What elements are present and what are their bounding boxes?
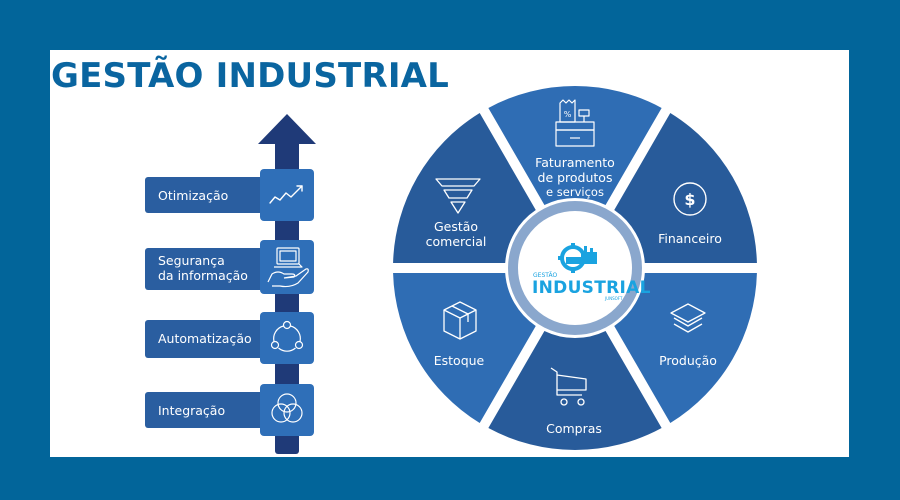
ladder-item-integracao: [145, 384, 314, 436]
page-title: GESTÃO INDUSTRIAL: [51, 56, 450, 96]
wheel-segment-estoque: [393, 272, 536, 424]
faturamento-line2: de produtos: [537, 170, 613, 185]
faturamento-line3: e serviços: [546, 185, 604, 199]
segment-label-faturamento: Faturamento de produtos e serviços: [535, 155, 615, 200]
faturamento-line1: Faturamento: [535, 155, 615, 170]
segment-label-estoque: Estoque: [433, 353, 485, 368]
ladder-item-automatizacao: [145, 312, 314, 364]
gestao-comercial-line1: Gestão: [433, 219, 479, 234]
segment-label-producao: Produção: [659, 353, 717, 368]
logo-small-text: GESTÃO: [533, 272, 558, 279]
gear-logo-icon: [558, 243, 597, 273]
svg-text:%: %: [564, 110, 572, 119]
cycle-nodes-icon: [270, 320, 304, 352]
segment-label-compras: Compras: [546, 421, 602, 436]
ladder-label-seguranca-line1: Segurança: [158, 253, 225, 268]
svg-text:$: $: [684, 190, 695, 209]
wheel-segment-producao: [614, 272, 757, 424]
shopping-cart-icon: [550, 367, 587, 406]
cash-register-icon: %: [555, 99, 595, 147]
logo-main-text: INDUSTRIAL: [532, 278, 651, 298]
segment-label-gestao-comercial: Gestão comercial: [426, 219, 487, 249]
gestao-comercial-line2: comercial: [425, 234, 487, 249]
ladder-item-seguranca: [145, 240, 314, 294]
funnel-icon: [435, 178, 481, 214]
venn-circles-icon: [271, 393, 303, 423]
ladder-item-otimizacao: [145, 169, 314, 221]
laptop-in-hand-icon: [267, 247, 309, 288]
ladder-label-integracao: Integração: [158, 403, 226, 418]
logo-tag-text: JUNSOFT: [605, 296, 623, 301]
ladder-label-automatizacao: Automatização: [158, 331, 252, 346]
box-icon: [443, 301, 477, 340]
ladder-label-otimizacao: Otimização: [158, 188, 229, 203]
ladder-label-seguranca-line2: da informação: [158, 268, 248, 283]
dollar-circle-icon: $: [673, 182, 707, 216]
segment-label-financeiro: Financeiro: [658, 231, 722, 246]
trending-up-icon: [269, 185, 303, 204]
wheel-segment-financeiro: [614, 112, 757, 264]
layers-icon: [670, 303, 706, 333]
wheel-segment-gestao-comercial: [393, 112, 536, 264]
